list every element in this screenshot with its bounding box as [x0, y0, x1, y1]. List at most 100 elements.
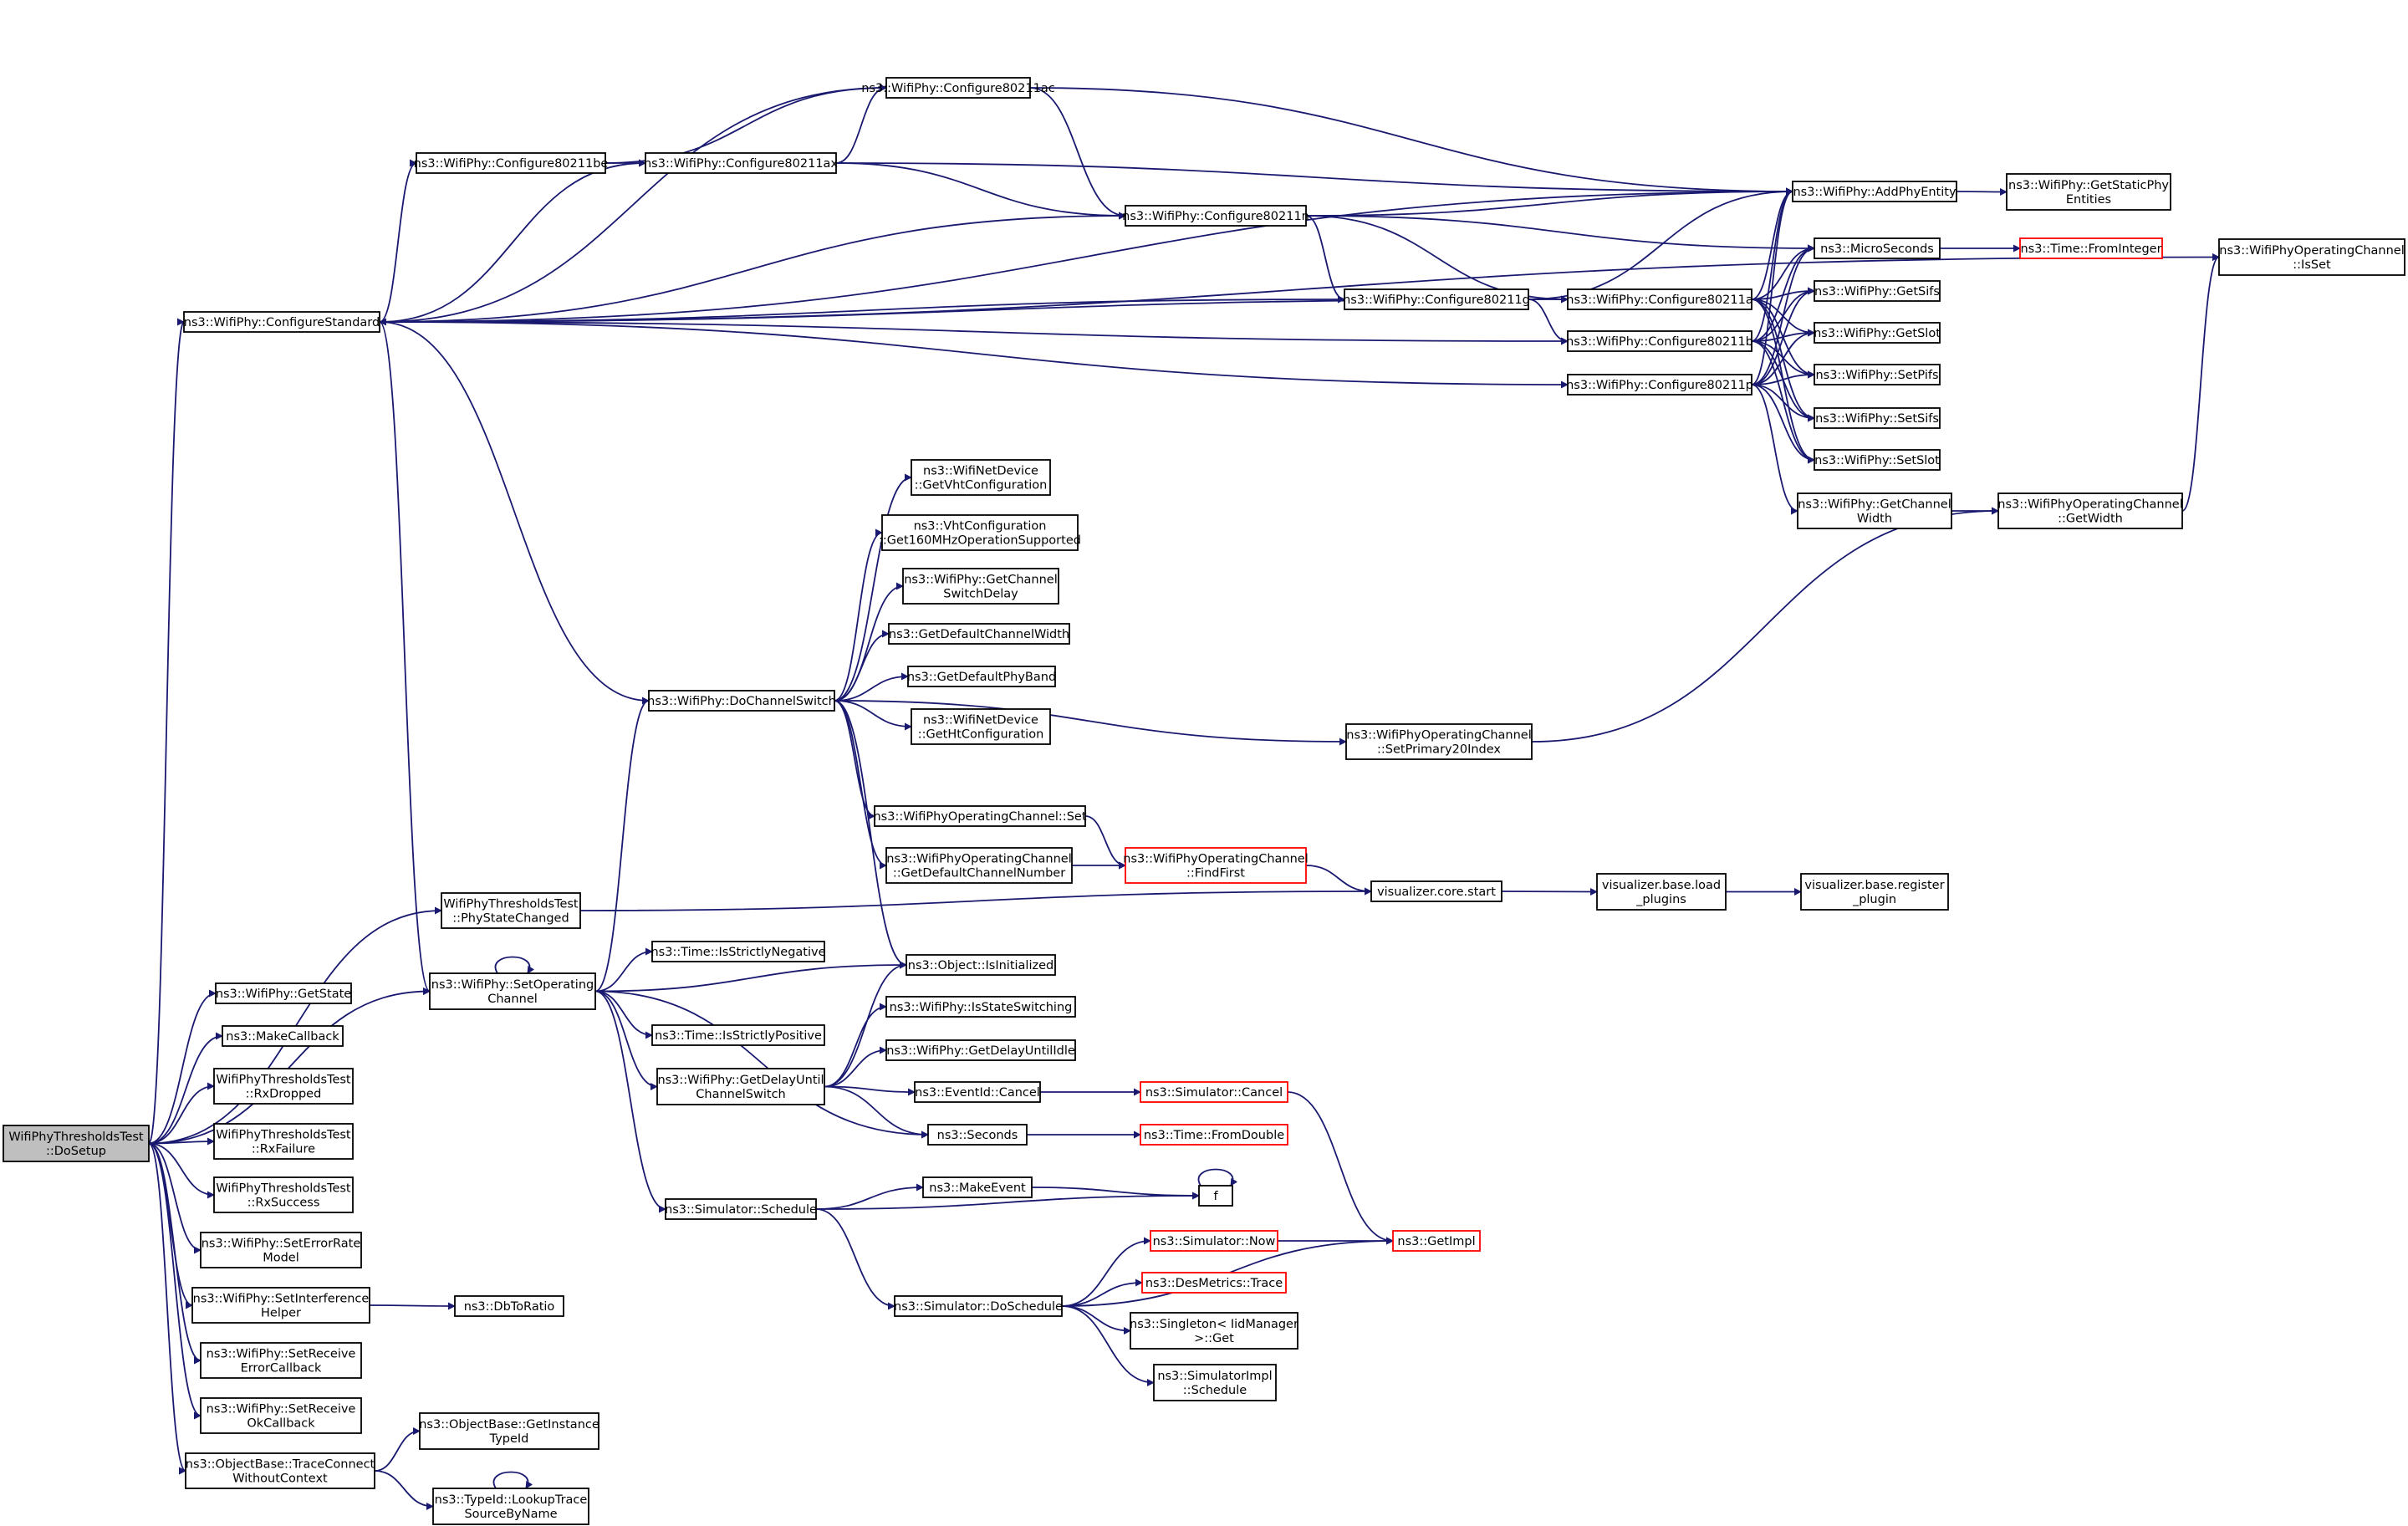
node-simulator-impl-schedule[interactable]: ns3::SimulatorImpl::Schedule: [1153, 1364, 1277, 1401]
node-make-event[interactable]: ns3::MakeEvent: [922, 1176, 1033, 1198]
node-label: ns3::MakeCallback: [226, 1030, 339, 1044]
node-configure-80211g[interactable]: ns3::WifiPhy::Configure80211g: [1343, 288, 1530, 310]
node-configure-80211b[interactable]: ns3::WifiPhy::Configure80211b: [1566, 330, 1753, 352]
node-configure-80211p[interactable]: ns3::WifiPhy::Configure80211p: [1566, 374, 1753, 396]
node-visualizer-register-plugin[interactable]: visualizer.base.register_plugin: [1800, 873, 1949, 911]
node-get-impl[interactable]: ns3::GetImpl: [1392, 1230, 1481, 1252]
node-configure-80211ax[interactable]: ns3::WifiPhy::Configure80211ax: [644, 152, 838, 174]
node-visualizer-core-start[interactable]: visualizer.core.start: [1370, 880, 1502, 902]
node-rx-success[interactable]: WifiPhyThresholdsTest::RxSuccess: [213, 1176, 354, 1213]
edge-set-operating-channel-to-set-operating-channel: [494, 956, 535, 974]
node-netdev-get-vht[interactable]: ns3::WifiNetDevice::GetVhtConfiguration: [911, 459, 1051, 496]
edge-f-to-f: [1197, 1168, 1238, 1187]
node-simulator-cancel[interactable]: ns3::Simulator::Cancel: [1140, 1081, 1288, 1103]
node-box: [665, 1198, 817, 1220]
node-add-phy-entity[interactable]: ns3::WifiPhy::AddPhyEntity: [1792, 181, 1957, 202]
node-simulator-do-schedule[interactable]: ns3::Simulator::DoSchedule: [894, 1295, 1063, 1317]
node-get-default-phy-band[interactable]: ns3::GetDefaultPhyBand: [907, 666, 1056, 687]
node-label: WifiPhyThresholdsTest: [8, 1130, 144, 1144]
node-micro-seconds[interactable]: ns3::MicroSeconds: [1814, 237, 1941, 259]
node-time-is-strictly-positive[interactable]: ns3::Time::IsStrictlyPositive: [651, 1024, 825, 1046]
node-box: [222, 1025, 344, 1047]
node-simulator-schedule[interactable]: ns3::Simulator::Schedule: [665, 1198, 817, 1220]
node-do-setup[interactable]: WifiPhyThresholdsTest::DoSetup: [3, 1125, 150, 1162]
edges-layer: [148, 84, 2220, 1510]
node-simulator-now[interactable]: ns3::Simulator::Now: [1150, 1230, 1278, 1252]
node-label: ::DoSetup: [46, 1145, 106, 1158]
node-configure-standard[interactable]: ns3::WifiPhy::ConfigureStandard: [183, 311, 380, 333]
node-opchan-is-set[interactable]: ns3::WifiPhyOperatingChannel::IsSet: [2218, 238, 2405, 276]
node-opchan-get-width[interactable]: ns3::WifiPhyOperatingChannel::GetWidth: [1997, 493, 2183, 529]
node-get-sifs[interactable]: ns3::WifiPhy::GetSifs: [1814, 280, 1941, 302]
node-set-sifs[interactable]: ns3::WifiPhy::SetSifs: [1814, 407, 1941, 429]
node-configure-80211n[interactable]: ns3::WifiPhy::Configure80211n: [1122, 205, 1309, 227]
edge-configure-80211n-to-configure-80211g: [1305, 215, 1345, 304]
node-singleton-get[interactable]: ns3::Singleton< IidManager >::Get: [1130, 1312, 1298, 1350]
node-box: [1814, 364, 1941, 385]
node-object-is-initialized[interactable]: ns3::Object::IsInitialized: [906, 954, 1056, 976]
node-box: [922, 1176, 1033, 1198]
node-box: [651, 1024, 825, 1046]
node-get-state[interactable]: ns3::WifiPhy::GetState: [215, 982, 352, 1004]
node-time-from-integer[interactable]: ns3::Time::FromInteger: [2019, 237, 2163, 259]
node-time-from-double[interactable]: ns3::Time::FromDouble: [1140, 1124, 1288, 1146]
node-make-callback[interactable]: ns3::MakeCallback: [222, 1025, 344, 1047]
node-get-delay-until-idle[interactable]: ns3::WifiPhy::GetDelayUntilIdle: [885, 1039, 1076, 1061]
node-set-pifs[interactable]: ns3::WifiPhy::SetPifs: [1814, 364, 1941, 385]
node-box: [213, 1123, 354, 1160]
edge-simulator-schedule-to-make-event: [815, 1183, 924, 1210]
node-box: [1125, 205, 1307, 227]
node-phy-state-changed[interactable]: WifiPhyThresholdsTest::PhyStateChanged: [441, 892, 581, 929]
node-do-channel-switch[interactable]: ns3::WifiPhy::DoChannelSwitch: [647, 690, 836, 712]
node-vht-get160[interactable]: ns3::VhtConfiguration::Get160MHzOperatio…: [879, 514, 1081, 551]
node-box: [185, 1452, 375, 1489]
node-rx-failure[interactable]: WifiPhyThresholdsTest::RxFailure: [213, 1123, 354, 1160]
node-box: [885, 847, 1073, 884]
edge-opchan-set-to-opchan-find-first: [1084, 815, 1126, 870]
node-trace-connect-without-context[interactable]: ns3::ObjectBase::TraceConnectWithoutCont…: [185, 1452, 375, 1489]
node-time-is-strictly-negative[interactable]: ns3::Time::IsStrictlyNegative: [650, 941, 826, 962]
node-des-metrics-trace[interactable]: ns3::DesMetrics::Trace: [1141, 1272, 1287, 1294]
node-label: ns3::WifiPhy::GetSifs: [1814, 285, 1940, 299]
node-label: ns3::WifiPhyOperatingChannel: [1123, 853, 1308, 866]
node-opchan-set-primary20[interactable]: ns3::WifiPhyOperatingChannel::SetPrimary…: [1345, 723, 1533, 760]
node-box: [885, 1039, 1076, 1061]
node-seconds[interactable]: ns3::Seconds: [927, 1124, 1028, 1146]
node-set-slot[interactable]: ns3::WifiPhy::SetSlot: [1814, 449, 1941, 471]
node-opchan-find-first[interactable]: ns3::WifiPhyOperatingChannel::FindFirst: [1123, 847, 1309, 884]
node-label: ::FindFirst: [1186, 867, 1245, 880]
node-opchan-get-default-channel-number[interactable]: ns3::WifiPhyOperatingChannel::GetDefault…: [885, 847, 1073, 884]
node-label: ns3::DesMetrics::Trace: [1145, 1277, 1283, 1290]
node-configure-80211ac[interactable]: ns3::WifiPhy::Configure80211ac: [861, 77, 1055, 99]
node-netdev-get-ht[interactable]: ns3::WifiNetDevice::GetHtConfiguration: [911, 708, 1051, 745]
edge-do-setup-to-set-receive-error-callback: [148, 1142, 202, 1365]
node-opchan-set[interactable]: ns3::WifiPhyOperatingChannel::Set: [873, 805, 1087, 827]
node-get-slot[interactable]: ns3::WifiPhy::GetSlot: [1814, 322, 1941, 344]
node-is-state-switching[interactable]: ns3::WifiPhy::IsStateSwitching: [885, 996, 1076, 1018]
node-rx-dropped[interactable]: WifiPhyThresholdsTest::RxDropped: [213, 1068, 354, 1105]
node-db-to-ratio[interactable]: ns3::DbToRatio: [454, 1295, 564, 1317]
edge-configure-80211ac-to-add-phy-entity: [1029, 87, 1793, 196]
edge-configure-standard-to-configure-80211ax: [379, 159, 646, 323]
node-visualizer-load-plugins[interactable]: visualizer.base.load_plugins: [1596, 873, 1727, 911]
node-label: ns3::WifiPhy::Configure80211b: [1566, 335, 1753, 349]
node-label: ns3::WifiPhy::Configure80211g: [1343, 293, 1530, 307]
node-configure-80211a[interactable]: ns3::WifiPhy::Configure80211a: [1566, 288, 1753, 310]
node-label: ::PhyStateChanged: [452, 912, 569, 926]
node-f[interactable]: f: [1198, 1185, 1233, 1207]
node-box: [1125, 847, 1307, 884]
node-configure-80211be[interactable]: ns3::WifiPhy::Configure80211be: [414, 152, 609, 174]
node-event-id-cancel[interactable]: ns3::EventId::Cancel: [914, 1081, 1041, 1103]
node-get-default-channel-width[interactable]: ns3::GetDefaultChannelWidth: [888, 623, 1070, 645]
